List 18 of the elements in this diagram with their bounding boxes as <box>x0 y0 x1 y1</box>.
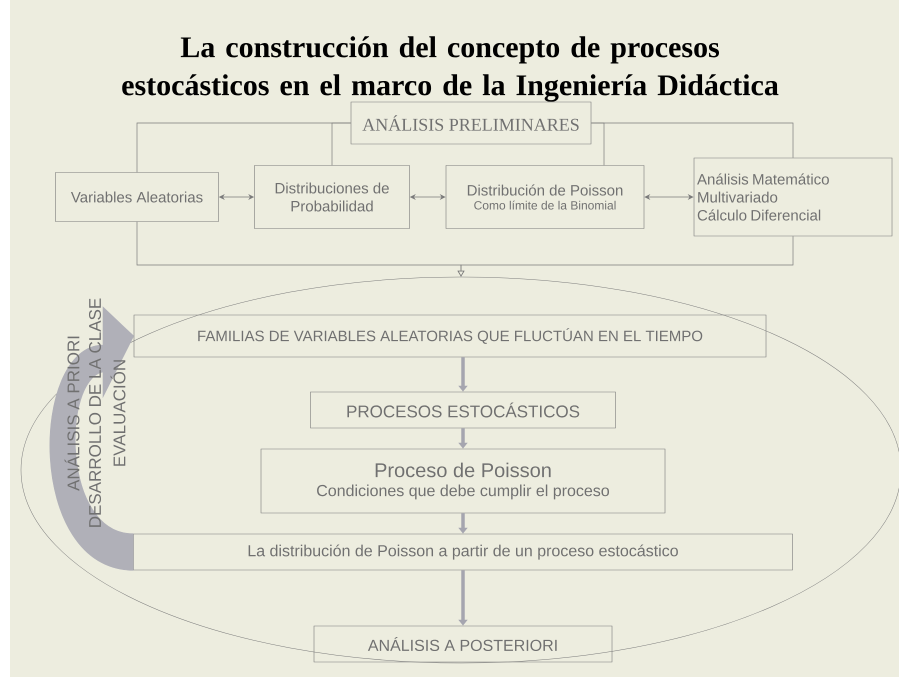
process-box: Variables Aleatorias <box>55 172 219 222</box>
process-box: ANÁLISIS A POSTERIORI <box>314 626 612 662</box>
process-box: FAMILIAS DE VARIABLES ALEATORIAS QUE FLUCTÚAN EN EL TIEMPO <box>134 314 766 358</box>
process-box: La distribución de Poisson a partir de un proceso estocástico <box>133 534 793 570</box>
process-box: PROCESOS ESTOCÁSTICOS <box>310 392 616 428</box>
rotated-label: EVALUACIÓN <box>110 360 126 466</box>
ellipse-outline <box>20 276 899 664</box>
rotated-label: DESARROLLO DE LA CLASE <box>88 298 102 527</box>
connector-line <box>332 122 352 166</box>
connector-line <box>590 122 794 158</box>
process-box: Proceso de Poisson Condiciones que debe cumplir el proceso <box>260 448 666 514</box>
title: La construcción del concepto de procesos estocásticos en el marco de la Ingeniería Didáctica <box>122 36 778 102</box>
curved-arrow <box>50 306 134 571</box>
process-box: Distribución de Poisson Como límite de la Binomial <box>446 165 644 229</box>
process-box: ANÁLISIS PRELIMINARES <box>350 102 592 144</box>
rotated-label: ANÁLISIS A PRIORI <box>64 336 80 491</box>
process-box: Análisis Matemático Multivariado Cálculo Diferencial <box>694 158 892 236</box>
process-box: Distribuciones de Probabilidad <box>254 165 410 229</box>
